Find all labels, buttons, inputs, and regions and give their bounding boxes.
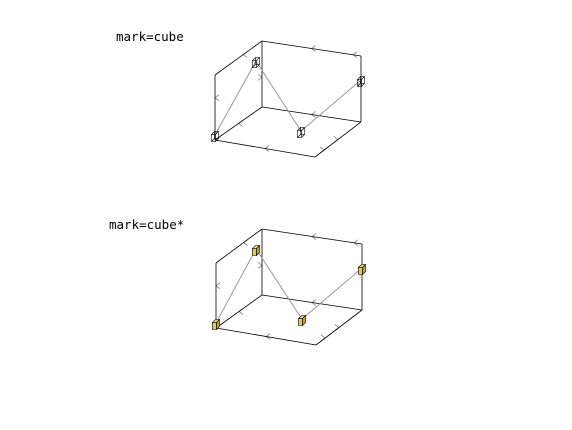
panel-1-tick-7 [214,94,220,102]
panel-1-data-line [214,60,362,136]
panel-1-axis-box [211,40,365,158]
panel-1-label: mark=cube [116,29,184,44]
panel-1-tick-9 [257,73,263,81]
panel-2-cube-marker-3 [297,314,307,327]
panel-2-cube-marker-2 [251,244,261,257]
panel-2-cube-marker-4 [357,263,367,276]
panel-2-top-back-edge [261,228,363,245]
panel-1-cube-marker-2 [252,57,260,68]
panel-1-back-bottom-edge [261,106,362,123]
panel-2-right-bottom-edge [315,309,363,346]
panel-2-cube-marker-1 [211,318,221,331]
panel-2-tick-9 [257,261,263,269]
panel-1-top-back-edge [261,40,362,57]
panel-2-back-bottom-edge [261,294,363,311]
panel-1-left-bottom-edge [214,106,263,141]
panel-2-front-bottom-edge [215,327,317,346]
panel-1-right-bottom-edge [314,121,362,158]
panel-1-cube-marker-3 [297,127,305,138]
panel-2-data-line [215,248,363,324]
panel-2-label: mark=cube* [109,217,185,232]
panel-1-front-bottom-edge [214,139,316,158]
panel-2-axis-box [211,228,367,346]
panel-1-cube-marker-4 [357,76,365,87]
panel-2-tick-7 [215,282,221,290]
panel-2-left-bottom-edge [215,294,263,329]
panel-2-top-left-edge [215,228,263,264]
panel-1-cube-marker-1 [211,131,219,142]
panel-1-top-left-edge [214,40,263,76]
